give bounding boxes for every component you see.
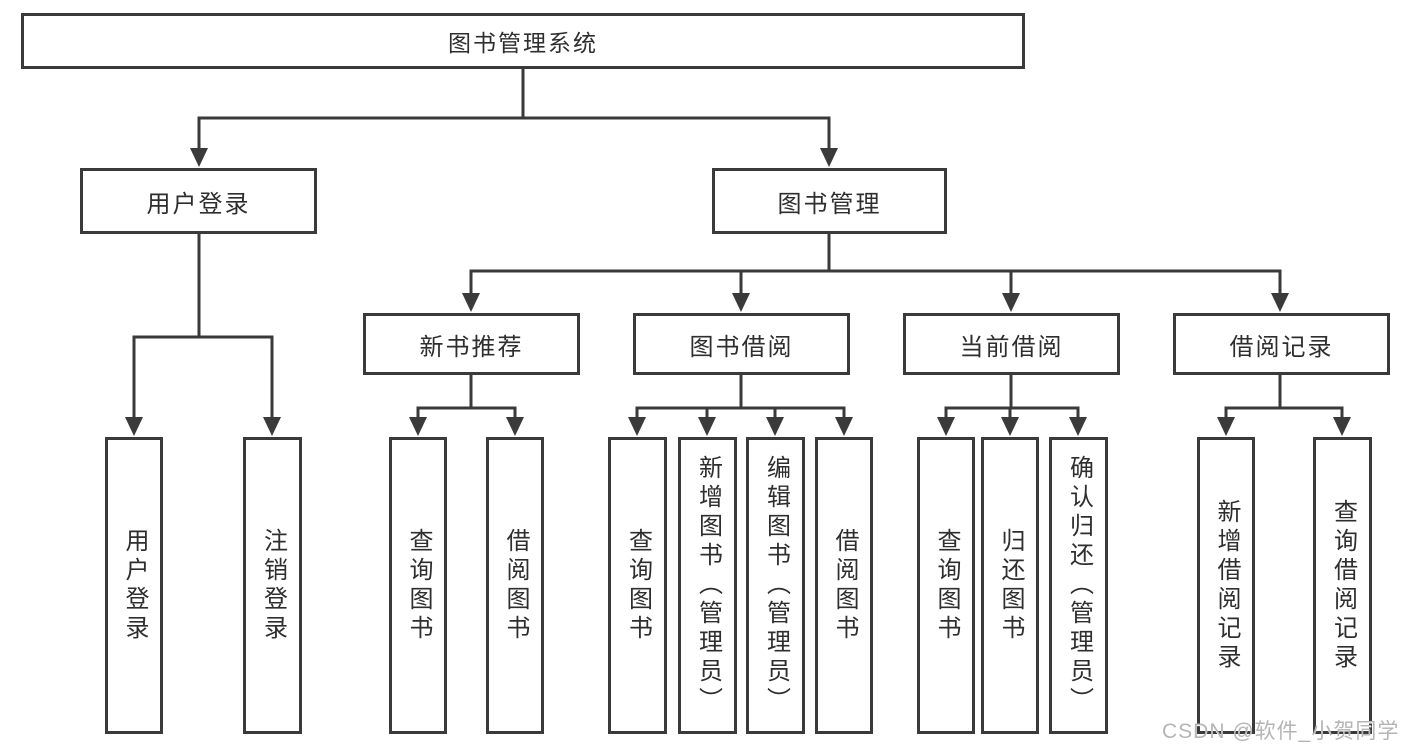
leaf-add-borrow-record: 新增借阅记录 bbox=[1197, 437, 1255, 734]
leaf-add-book-admin: 新增图书（管理员） bbox=[678, 437, 737, 734]
leaf-confirm-return-admin: 确认归还（管理员） bbox=[1049, 437, 1108, 734]
node-current-borrowing: 当前借阅 bbox=[903, 313, 1120, 375]
leaf-query-books-current: 查询图书 bbox=[917, 437, 975, 734]
leaf-return-book: 归还图书 bbox=[981, 437, 1039, 734]
leaf-logout: 注销登录 bbox=[243, 437, 302, 734]
node-borrowing-records: 借阅记录 bbox=[1173, 313, 1390, 375]
node-user-login: 用户登录 bbox=[80, 168, 317, 234]
leaf-borrow-books: 借阅图书 bbox=[815, 437, 873, 734]
leaf-borrow-books-recommend: 借阅图书 bbox=[486, 437, 544, 734]
leaf-user-login: 用户登录 bbox=[105, 437, 163, 734]
leaf-query-borrow-record: 查询借阅记录 bbox=[1313, 437, 1372, 734]
watermark-text: CSDN @软件_小贺同学 bbox=[1162, 720, 1400, 743]
node-library-management-system: 图书管理系统 bbox=[21, 13, 1025, 69]
node-book-borrowing: 图书借阅 bbox=[633, 313, 850, 375]
leaf-edit-book-admin: 编辑图书（管理员） bbox=[746, 437, 805, 734]
node-book-management: 图书管理 bbox=[712, 168, 947, 234]
node-new-book-recommendation: 新书推荐 bbox=[363, 313, 580, 375]
leaf-query-books-borrowing: 查询图书 bbox=[608, 437, 667, 734]
leaf-query-books-recommend: 查询图书 bbox=[389, 437, 447, 734]
